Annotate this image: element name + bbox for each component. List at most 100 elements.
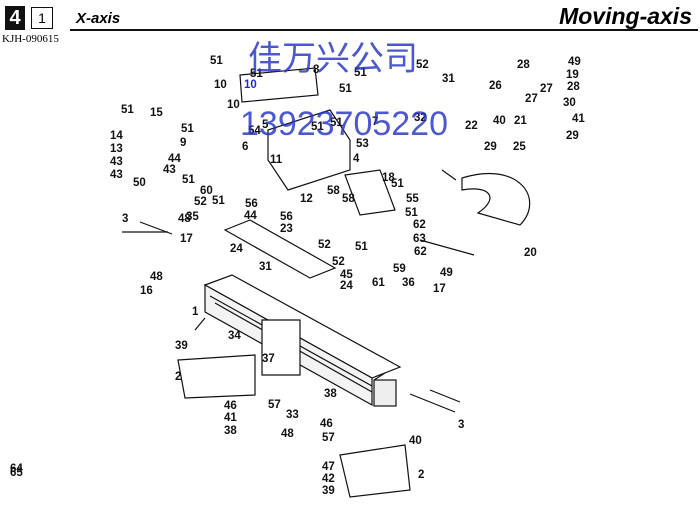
part-callout-19: 19	[566, 69, 579, 81]
part-drawings	[122, 67, 531, 498]
part-callout-51: 51	[121, 104, 134, 116]
part-callout-41: 41	[572, 113, 585, 125]
part-callout-50: 50	[133, 177, 146, 189]
part-callout-24: 24	[340, 280, 353, 292]
part-callout-51: 51	[391, 178, 404, 190]
part-callout-65: 65	[10, 467, 23, 479]
part-callout-62: 62	[413, 219, 426, 231]
part-callout-51: 51	[210, 55, 223, 67]
part-callout-56: 56	[280, 211, 293, 223]
part-callout-30: 30	[563, 97, 576, 109]
part-callout-11: 11	[270, 154, 283, 166]
page-sub-number: 1	[31, 7, 53, 29]
part-callout-42: 42	[322, 473, 335, 485]
part-callout-51: 51	[311, 121, 324, 133]
watermark-line-1: 佳万兴公司	[248, 40, 418, 78]
part-callout-44: 44	[244, 210, 257, 222]
bracket-18	[344, 169, 396, 216]
part-callout-16: 16	[140, 285, 153, 297]
part-callout-35: 35	[186, 211, 199, 223]
part-callout-8: 8	[313, 64, 320, 76]
watermark-line-2: 13923705220	[240, 105, 448, 143]
header-rule	[70, 29, 698, 31]
part-callout-22: 22	[465, 120, 478, 132]
part-callout-43: 43	[110, 169, 123, 181]
part-callout-1: 1	[192, 306, 199, 318]
part-callout-37: 37	[262, 353, 275, 365]
part-callout-60: 60	[200, 185, 213, 197]
part-callout-52: 52	[194, 196, 207, 208]
part-callout-55: 55	[406, 193, 419, 205]
part-callout-51: 51	[212, 195, 225, 207]
part-callout-59: 59	[393, 263, 406, 275]
part-callout-3: 3	[458, 419, 464, 431]
part-callout-62: 62	[414, 246, 427, 258]
part-callout-51: 51	[182, 174, 195, 186]
part-callout-2: 2	[418, 469, 424, 481]
part-callout-27: 27	[525, 93, 538, 105]
part-callout-48: 48	[150, 271, 163, 283]
part-callout-43: 43	[163, 164, 176, 176]
part-callout-29: 29	[484, 141, 497, 153]
part-callout-64: 64	[10, 463, 23, 475]
part-callout-38: 38	[324, 388, 337, 400]
part-callout-53: 53	[356, 138, 369, 150]
part-callout-52: 52	[318, 239, 331, 251]
part-callout-51: 51	[339, 83, 352, 95]
part-callout-20: 20	[524, 247, 537, 259]
part-callout-9: 9	[180, 137, 186, 149]
part-callout-5: 5	[262, 119, 269, 131]
part-callout-40: 40	[493, 115, 506, 127]
part-callout-51: 51	[405, 207, 418, 219]
part-callout-15: 15	[150, 107, 163, 119]
part-callout-26: 26	[489, 80, 502, 92]
part-callout-49: 49	[440, 267, 453, 279]
part-callout-12: 12	[300, 193, 313, 205]
part-callout-28: 28	[567, 81, 580, 93]
part-callout-23: 23	[280, 223, 293, 235]
part-callout-10: 10	[214, 79, 227, 91]
part-callout-58: 58	[342, 193, 355, 205]
part-callout-44: 44	[168, 153, 181, 165]
part-callout-13: 13	[110, 143, 123, 155]
cable-chain	[461, 172, 531, 226]
document-code: KJH-090615	[2, 33, 59, 45]
part-callout-57: 57	[268, 399, 281, 411]
servo-motor	[373, 379, 397, 407]
part-callout-10: 10	[227, 99, 240, 111]
part-callout-39: 39	[175, 340, 188, 352]
part-callout-51: 51	[250, 68, 263, 80]
part-callout-36: 36	[402, 277, 415, 289]
part-callout-18: 18	[382, 172, 395, 184]
part-callout-25: 25	[513, 141, 526, 153]
part-callout-32: 32	[414, 112, 427, 124]
part-callout-4: 4	[353, 153, 360, 165]
part-callout-21: 21	[514, 115, 527, 127]
part-callout-51: 51	[354, 67, 367, 79]
part-callout-46: 46	[224, 400, 237, 412]
part-callout-61: 61	[372, 277, 385, 289]
base-plate-right	[339, 444, 411, 498]
part-callout-49: 49	[568, 56, 581, 68]
part-callout-38: 38	[224, 425, 237, 437]
part-callout-14: 14	[110, 130, 123, 142]
part-callout-28: 28	[517, 59, 530, 71]
carriage-plate	[261, 319, 301, 376]
section-label: X-axis	[76, 10, 121, 27]
page-title: Moving-axis	[559, 3, 692, 29]
part-callout-51: 51	[330, 117, 343, 129]
part-callout-33: 33	[286, 409, 299, 421]
part-callout-54: 54	[248, 125, 261, 137]
part-callout-56: 56	[245, 198, 258, 210]
part-callout-10: 10	[244, 79, 257, 91]
part-callout-58: 58	[327, 185, 340, 197]
part-callout-43: 43	[110, 156, 123, 168]
part-callout-48: 48	[178, 213, 191, 225]
part-callout-39: 39	[322, 485, 335, 497]
part-callout-34: 34	[228, 330, 241, 342]
part-callout-52: 52	[416, 59, 429, 71]
part-callout-17: 17	[433, 283, 446, 295]
part-callout-51: 51	[181, 123, 194, 135]
part-callout-46: 46	[320, 418, 333, 430]
